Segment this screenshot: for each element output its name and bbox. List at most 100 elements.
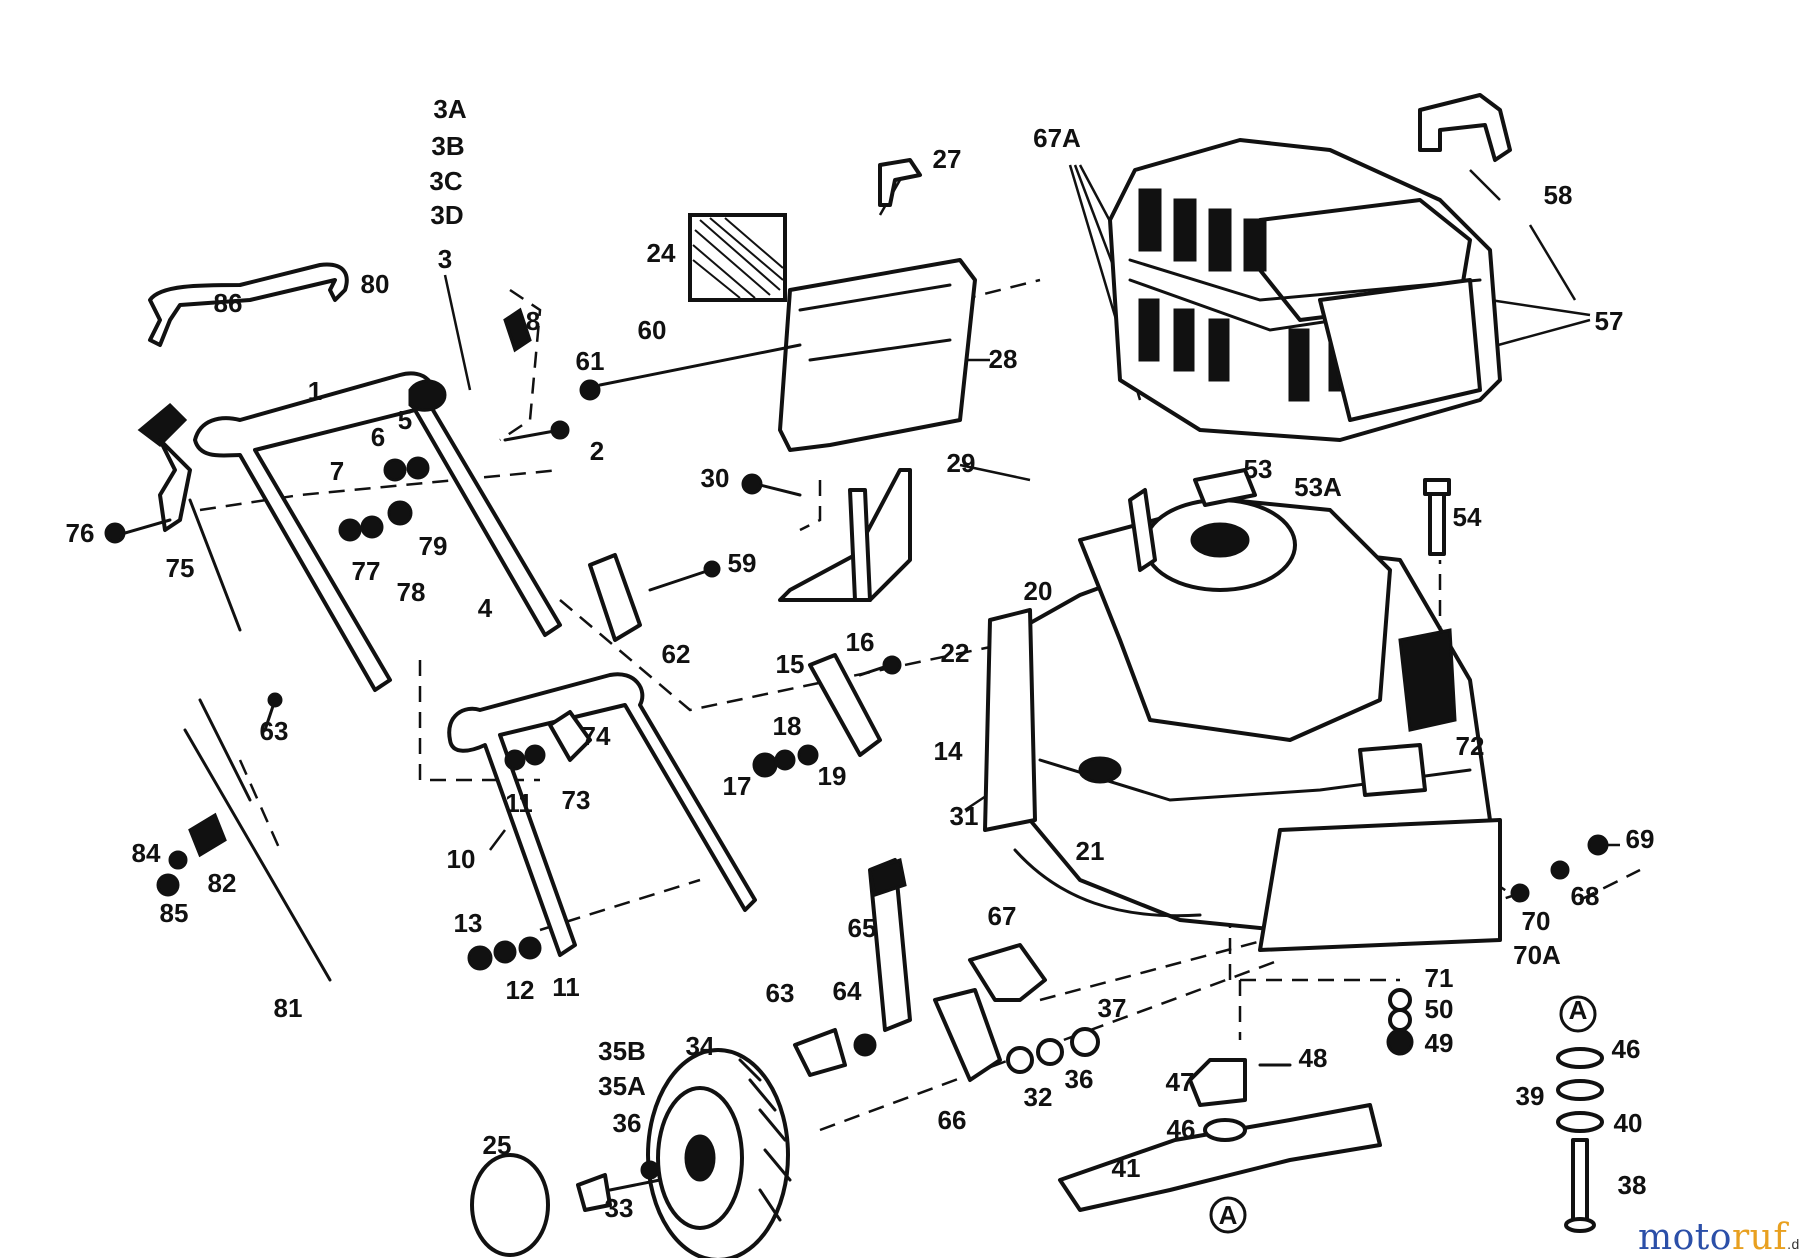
hardware-bolts <box>338 307 902 971</box>
part-label-54: 54 <box>1453 502 1482 532</box>
part-label-20: 20 <box>1024 576 1053 606</box>
part-label-11: 11 <box>505 788 533 818</box>
lower-handle <box>447 672 757 957</box>
part-label-58: 58 <box>1544 180 1573 210</box>
part-label-32: 32 <box>1024 1082 1053 1112</box>
upper-handle <box>193 371 562 692</box>
part-label-53: 53 <box>1244 454 1273 484</box>
part-label-14: 14 <box>934 736 963 766</box>
part-label-3d: 3D <box>430 200 463 230</box>
part-label-84: 84 <box>132 838 161 868</box>
part-label-69: 69 <box>1626 824 1655 854</box>
cable <box>156 692 332 982</box>
part-label-39: 39 <box>1516 1081 1545 1111</box>
bail-bar <box>148 262 349 347</box>
mower-deck <box>983 468 1502 952</box>
part-label-3a: 3A <box>433 94 466 124</box>
rear-flap <box>579 158 977 602</box>
part-label-76: 76 <box>66 518 95 548</box>
part-label-16: 16 <box>846 627 875 657</box>
wheel <box>470 1048 792 1258</box>
part-label-62: 62 <box>662 639 691 669</box>
part-label-35b: 35B <box>598 1036 646 1066</box>
part-label-30: 30 <box>701 463 730 493</box>
part-label-18: 18 <box>773 711 802 741</box>
part-label-57: 57 <box>1595 306 1624 336</box>
part-label-8: 8 <box>526 306 540 336</box>
blade <box>1058 988 1414 1234</box>
part-label-36: 36 <box>1065 1064 1094 1094</box>
part-label-73: 73 <box>562 785 591 815</box>
part-label-3b: 3B <box>431 131 464 161</box>
part-label-24: 24 <box>647 238 676 268</box>
part-label-17: 17 <box>723 771 752 801</box>
part-label-70a: 70A <box>1513 940 1561 970</box>
part-label-46: 46 <box>1167 1114 1196 1144</box>
part-label-11: 11 <box>552 972 580 1002</box>
part-label-47: 47 <box>1166 1067 1195 1097</box>
adjust-knob <box>104 402 242 632</box>
part-label-64: 64 <box>833 976 862 1006</box>
part-label-7: 7 <box>330 456 344 486</box>
part-label-38: 38 <box>1618 1170 1647 1200</box>
part-label-a: A <box>1219 1200 1238 1230</box>
part-label-61: 61 <box>576 346 605 376</box>
part-label-34: 34 <box>686 1031 715 1061</box>
part-label-33: 33 <box>605 1193 634 1223</box>
part-label-5: 5 <box>398 405 412 435</box>
part-label-15: 15 <box>776 649 805 679</box>
part-label-19: 19 <box>818 761 847 791</box>
part-label-82: 82 <box>208 868 237 898</box>
part-label-63: 63 <box>766 978 795 1008</box>
part-label-67: 67 <box>988 901 1017 931</box>
part-label-28: 28 <box>989 344 1018 374</box>
height-lever <box>504 710 592 771</box>
part-label-59: 59 <box>728 548 757 578</box>
part-label-36: 36 <box>613 1108 642 1138</box>
part-label-3: 3 <box>438 244 452 274</box>
part-label-41: 41 <box>1112 1153 1141 1183</box>
part-label-10: 10 <box>447 844 476 874</box>
part-label-60: 60 <box>638 315 667 345</box>
brand-watermark: motoruf.de <box>1638 1217 1800 1258</box>
part-label-12: 12 <box>506 975 535 1005</box>
part-label-1: 1 <box>308 376 322 406</box>
part-label-50: 50 <box>1425 994 1454 1024</box>
part-label-80: 80 <box>361 269 390 299</box>
brand-part2: ruf <box>1731 1217 1788 1258</box>
part-label-48: 48 <box>1299 1043 1328 1073</box>
part-label-67a: 67A <box>1033 123 1081 153</box>
part-label-65: 65 <box>848 913 877 943</box>
part-label-81: 81 <box>274 993 303 1023</box>
part-label-46: 46 <box>1612 1034 1641 1064</box>
grass-catcher <box>1108 138 1502 442</box>
part-label-6: 6 <box>371 422 385 452</box>
bolt-54 <box>1423 478 1451 556</box>
part-label-77: 77 <box>352 556 381 586</box>
part-label-40: 40 <box>1614 1108 1643 1138</box>
brand-part1: moto <box>1638 1217 1732 1258</box>
part-label-37: 37 <box>1098 993 1127 1023</box>
part-label-21: 21 <box>1076 836 1105 866</box>
part-label-72: 72 <box>1456 731 1485 761</box>
part-label-4: 4 <box>478 593 493 623</box>
part-label-63: 63 <box>260 716 289 746</box>
part-label-53a: 53A <box>1294 472 1342 502</box>
part-label-13: 13 <box>454 908 483 938</box>
part-label-2: 2 <box>590 436 604 466</box>
part-label-85: 85 <box>160 898 189 928</box>
part-label-70: 70 <box>1522 906 1551 936</box>
part-label-66: 66 <box>938 1105 967 1135</box>
part-label-86: 86 <box>214 288 243 318</box>
part-label-75: 75 <box>166 553 195 583</box>
part-label-27: 27 <box>933 144 962 174</box>
part-label-68: 68 <box>1571 881 1600 911</box>
part-label-79: 79 <box>419 531 448 561</box>
part-label-25: 25 <box>483 1130 512 1160</box>
brand-suffix: .de <box>1787 1236 1800 1252</box>
part-label-78: 78 <box>397 577 426 607</box>
part-label-74: 74 <box>582 721 611 751</box>
part-label-71: 71 <box>1425 963 1454 993</box>
